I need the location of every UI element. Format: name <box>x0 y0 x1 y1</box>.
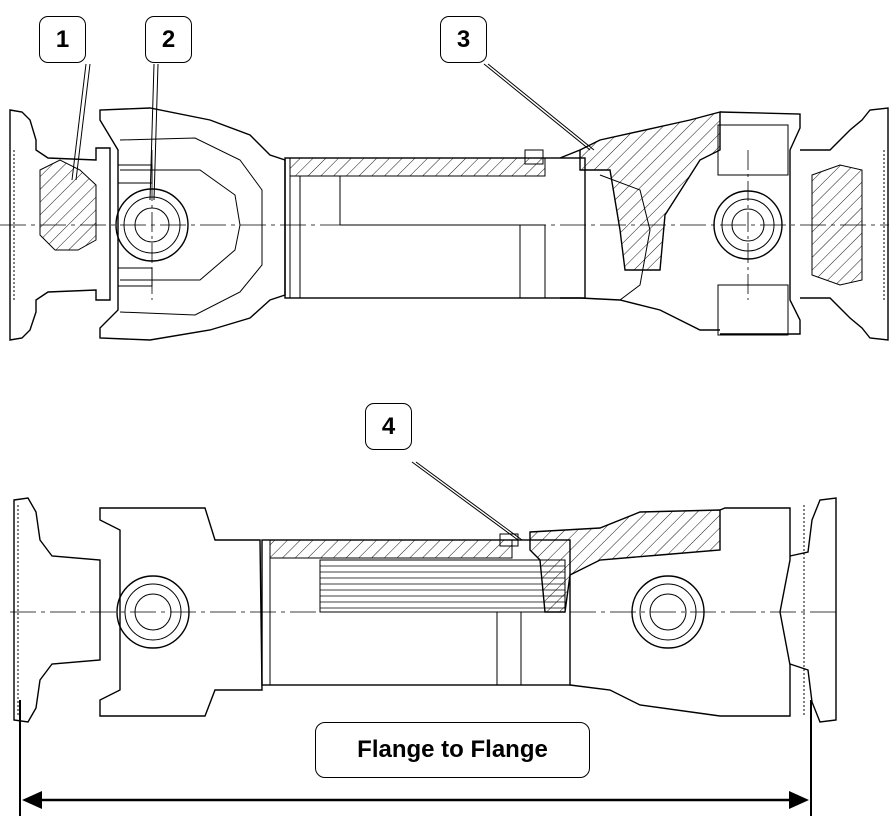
top-left-yoke <box>99 107 286 341</box>
leader-2 <box>149 63 155 201</box>
bottom-left-yoke <box>99 507 263 717</box>
leader-1 <box>71 63 87 181</box>
spline-section <box>319 559 566 613</box>
leader-3 <box>483 63 591 151</box>
callout-1: 1 <box>39 16 86 63</box>
arrowhead-left <box>22 791 42 809</box>
bottom-right-flange <box>789 497 837 723</box>
callout-4: 4 <box>365 403 412 450</box>
top-tube-section <box>289 157 546 177</box>
leader-4 <box>411 461 519 541</box>
callout-2: 2 <box>145 16 192 63</box>
bottom-right-yoke <box>719 507 791 717</box>
top-left-flange <box>9 109 111 341</box>
bottom-tube-section <box>269 539 513 559</box>
arrowhead-right <box>789 791 809 809</box>
bottom-right-slip-yoke <box>529 509 721 613</box>
bottom-left-flange <box>13 497 101 723</box>
flange-to-flange-dimension <box>19 700 812 816</box>
top-tube <box>284 157 586 299</box>
top-right-yoke <box>719 111 801 335</box>
top-right-flange <box>800 107 889 341</box>
top-section-view <box>0 107 889 341</box>
leader-lines <box>71 63 595 541</box>
callout-3: 3 <box>440 16 487 63</box>
dimension-label: Flange to Flange <box>315 722 590 778</box>
top-right-slip-yoke <box>579 111 721 271</box>
top-left-flange-section <box>39 159 97 251</box>
bottom-view <box>10 497 840 723</box>
